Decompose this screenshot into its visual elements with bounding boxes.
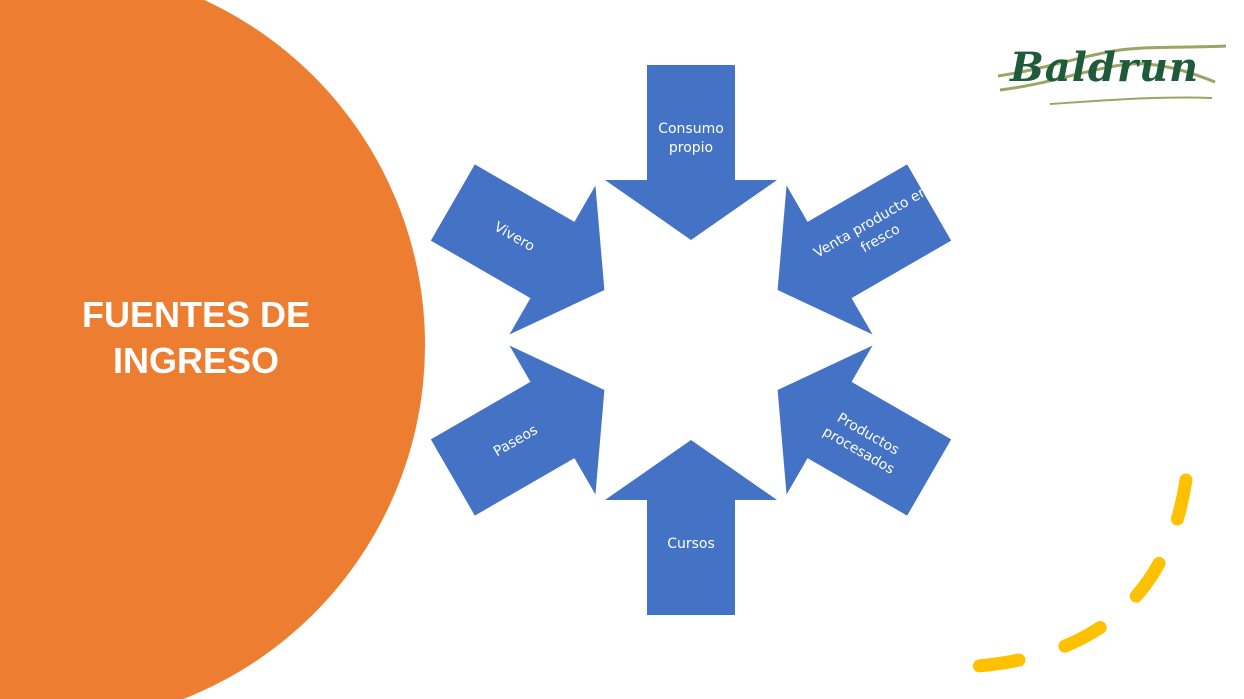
arrow-consumo-propio	[605, 65, 777, 240]
orange-circle	[0, 0, 425, 699]
logo-text: Baldrun	[1010, 44, 1200, 91]
arrow-label-cursos: Cursos	[667, 536, 715, 552]
slide-title: FUENTES DE INGRESO	[40, 292, 352, 384]
yellow-dashed-arc	[971, 473, 1193, 673]
arrow-vivero	[430, 164, 605, 335]
arrow-ring	[430, 65, 952, 615]
arrow-paseos	[430, 345, 605, 516]
title-line-2: INGRESO	[112, 340, 280, 381]
title-line-1: FUENTES DE	[81, 294, 311, 335]
arrow-label-consumo-propio: Consumo propio	[658, 121, 724, 156]
arrow-venta-producto-fresco	[777, 164, 952, 335]
baldrun-logo	[997, 44, 1227, 105]
arrow-cursos	[605, 440, 777, 615]
arrow-productos-procesados	[777, 345, 952, 516]
